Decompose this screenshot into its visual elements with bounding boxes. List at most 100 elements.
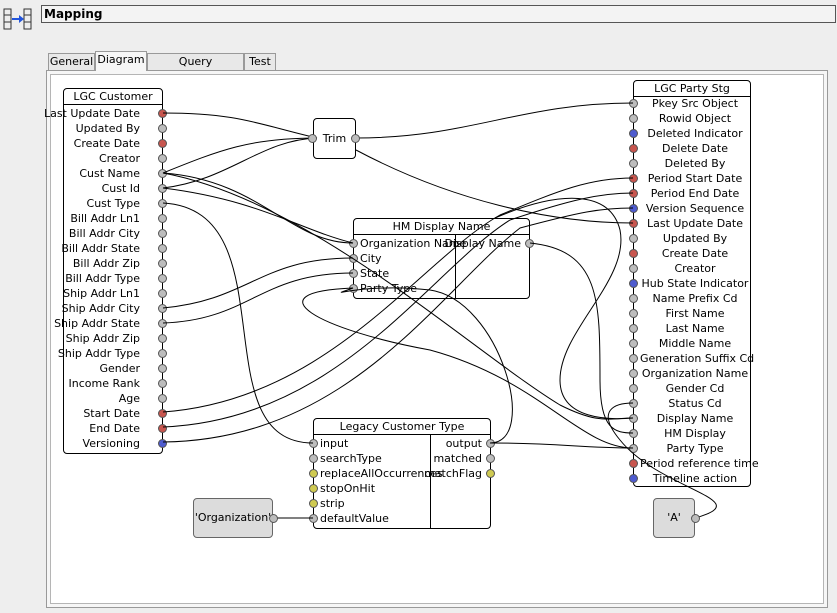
tab-query-parameters[interactable]: Query Parameters: [147, 53, 244, 84]
target-field-port[interactable]: [629, 174, 638, 183]
target-field-port[interactable]: [629, 444, 638, 453]
tab-general[interactable]: General: [48, 53, 95, 70]
hm-input-label: City: [360, 252, 382, 265]
target-field-port[interactable]: [629, 249, 638, 258]
target-field-port[interactable]: [629, 324, 638, 333]
source-field-port[interactable]: [158, 394, 167, 403]
tab-test[interactable]: Test: [244, 53, 276, 70]
legacy-input-port[interactable]: [309, 514, 318, 523]
target-field-port[interactable]: [629, 129, 638, 138]
trim-input-port[interactable]: [308, 134, 317, 143]
source-field-port[interactable]: [158, 124, 167, 133]
source-field-label: Versioning: [82, 437, 140, 450]
target-field-port[interactable]: [629, 159, 638, 168]
legacy-input-port[interactable]: [309, 439, 318, 448]
target-field-label: Deleted By: [664, 157, 726, 170]
window-title: Mapping: [41, 5, 836, 23]
target-field-label: Version Sequence: [645, 202, 745, 215]
source-field-port[interactable]: [158, 334, 167, 343]
source-field-port[interactable]: [158, 379, 167, 388]
source-field-port[interactable]: [158, 289, 167, 298]
target-field-port[interactable]: [629, 219, 638, 228]
source-field-port[interactable]: [158, 139, 167, 148]
target-field-label: Display Name: [656, 412, 734, 425]
source-field-port[interactable]: [158, 409, 167, 418]
target-field-port[interactable]: [629, 474, 638, 483]
source-field-port[interactable]: [158, 109, 167, 118]
target-field-port[interactable]: [629, 204, 638, 213]
constant-a-port[interactable]: [691, 514, 700, 523]
hm-output-label: Display Name: [444, 237, 522, 250]
hm-input-port[interactable]: [349, 254, 358, 263]
target-field-port[interactable]: [629, 399, 638, 408]
target-field-label: Creator: [674, 262, 716, 275]
legacy-input-port[interactable]: [309, 499, 318, 508]
source-field-label: Bill Addr City: [68, 227, 140, 240]
target-field-port[interactable]: [629, 264, 638, 273]
constant-a[interactable]: 'A': [653, 498, 695, 538]
hm-input-port[interactable]: [349, 239, 358, 248]
target-field-port[interactable]: [629, 354, 638, 363]
legacy-input-port[interactable]: [309, 454, 318, 463]
source-field-port[interactable]: [158, 304, 167, 313]
source-field-port[interactable]: [158, 199, 167, 208]
target-field-port[interactable]: [629, 384, 638, 393]
legacy-input-port[interactable]: [309, 469, 318, 478]
source-field-label: Bill Addr Type: [65, 272, 140, 285]
legacy-output-port[interactable]: [486, 439, 495, 448]
source-field-port[interactable]: [158, 424, 167, 433]
source-field-port[interactable]: [158, 184, 167, 193]
hm-input-label: State: [360, 267, 390, 280]
target-title: LGC Party Stg: [634, 81, 750, 97]
target-field-label: HM Display: [664, 427, 726, 440]
target-field-port[interactable]: [629, 429, 638, 438]
target-field-label: Name Prefix Cd: [652, 292, 738, 305]
source-field-port[interactable]: [158, 169, 167, 178]
target-field-port[interactable]: [629, 279, 638, 288]
legacy-input-label: strip: [320, 497, 345, 510]
source-field-label: Cust Type: [86, 197, 140, 210]
target-field-port[interactable]: [629, 189, 638, 198]
constant-organization[interactable]: 'Organization': [193, 498, 273, 538]
legacy-input-port[interactable]: [309, 484, 318, 493]
target-field-port[interactable]: [629, 339, 638, 348]
source-field-port[interactable]: [158, 364, 167, 373]
hm-input-port[interactable]: [349, 269, 358, 278]
target-field-port[interactable]: [629, 144, 638, 153]
source-field-port[interactable]: [158, 319, 167, 328]
hm-input-port[interactable]: [349, 284, 358, 293]
target-field-port[interactable]: [629, 294, 638, 303]
source-field-port[interactable]: [158, 214, 167, 223]
tab-diagram[interactable]: Diagram: [95, 51, 147, 71]
target-field-port[interactable]: [629, 369, 638, 378]
legacy-input-label: input: [320, 437, 349, 450]
legacy-output-port[interactable]: [486, 469, 495, 478]
trim-output-port[interactable]: [351, 134, 360, 143]
target-field-port[interactable]: [629, 459, 638, 468]
trim-function-node[interactable]: Trim: [313, 118, 356, 159]
source-field-port[interactable]: [158, 439, 167, 448]
source-field-port[interactable]: [158, 259, 167, 268]
target-field-port[interactable]: [629, 309, 638, 318]
target-field-port[interactable]: [629, 114, 638, 123]
target-field-label: Rowid Object: [658, 112, 732, 125]
source-field-port[interactable]: [158, 274, 167, 283]
hm-output-port[interactable]: [525, 239, 534, 248]
target-field-port[interactable]: [629, 414, 638, 423]
source-title: LGC Customer: [64, 89, 162, 105]
target-field-port[interactable]: [629, 234, 638, 243]
target-field-label: Generation Suffix Cd: [640, 352, 755, 365]
source-field-port[interactable]: [158, 154, 167, 163]
source-field-port[interactable]: [158, 349, 167, 358]
source-field-port[interactable]: [158, 229, 167, 238]
source-field-port[interactable]: [158, 244, 167, 253]
legacy-output-port[interactable]: [486, 454, 495, 463]
legacy-input-label: replaceAllOccurrences: [320, 467, 443, 480]
target-field-port[interactable]: [629, 99, 638, 108]
target-field-label: Gender Cd: [665, 382, 725, 395]
constant-organization-port[interactable]: [269, 514, 278, 523]
